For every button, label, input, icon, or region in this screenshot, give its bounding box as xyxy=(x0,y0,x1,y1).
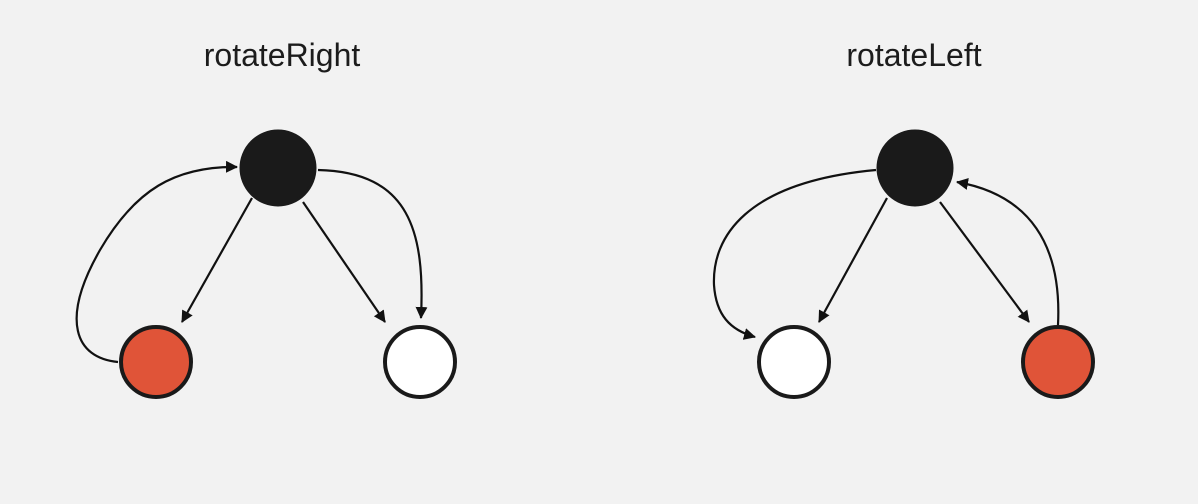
rotation-arc-to-parent xyxy=(956,178,1060,326)
rotate-right-diagram: rotateRight xyxy=(75,37,457,399)
edge-parent-to-left-child xyxy=(181,197,253,323)
edge-parent-to-right-child xyxy=(939,201,1030,323)
red-left-child-node xyxy=(119,325,193,399)
edge-parent-to-left-child xyxy=(818,197,888,323)
rotation-arc-to-parent xyxy=(75,160,238,364)
white-left-child-node xyxy=(757,325,831,399)
black-parent-node xyxy=(239,129,317,207)
white-right-child-node xyxy=(383,325,457,399)
rotate-left-diagram: rotateLeft xyxy=(712,37,1095,399)
rotation-arc-to-right-child xyxy=(317,168,428,319)
red-right-child-node xyxy=(1021,325,1095,399)
rotate-left-title: rotateLeft xyxy=(846,37,981,73)
rotate-right-title: rotateRight xyxy=(204,37,361,73)
edge-parent-to-right-child xyxy=(302,201,386,323)
rotation-arc-to-left-child xyxy=(712,168,877,340)
black-parent-node xyxy=(876,129,954,207)
